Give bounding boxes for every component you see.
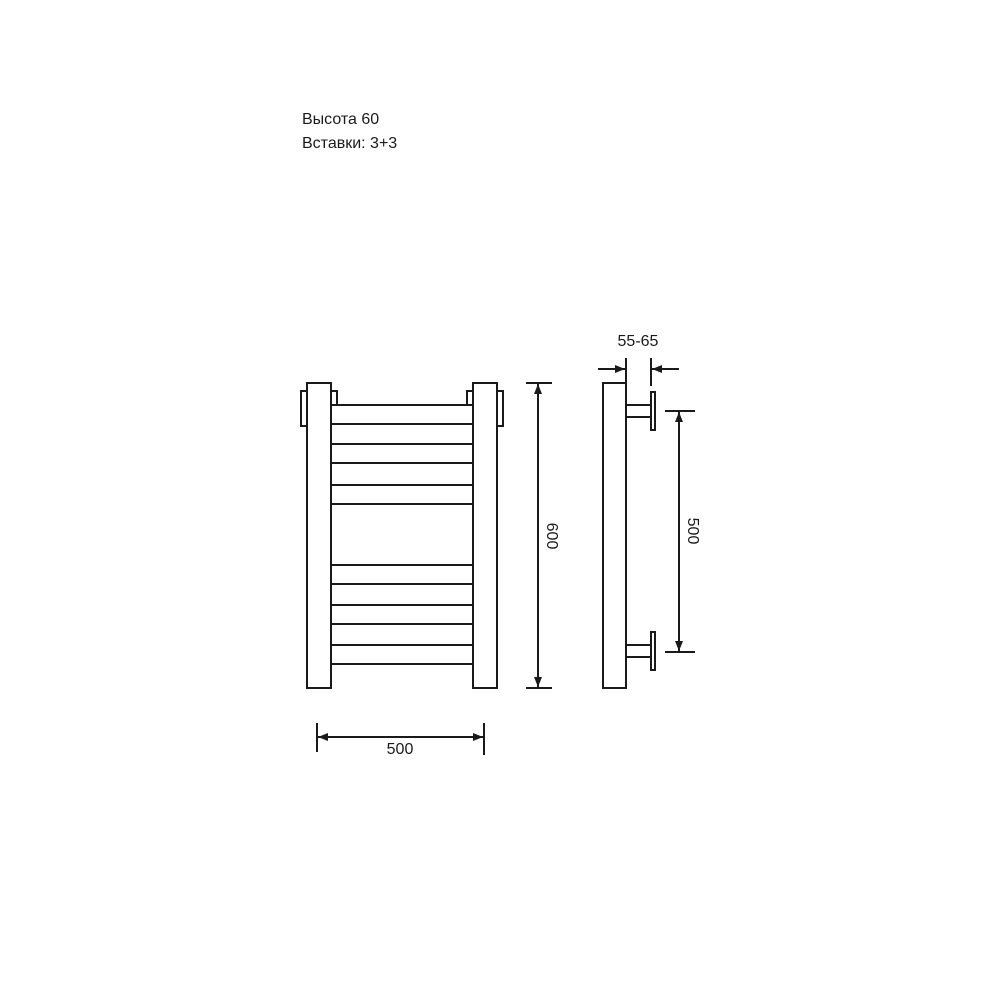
mounting-dimension [665,410,695,653]
inserts-spec: Вставки: 3+3 [302,135,398,152]
bar-lower-3 [330,644,474,665]
top-bar [330,404,474,425]
side-view [602,382,656,689]
height-spec: Высота 60 [302,111,380,128]
spec-block: Высота 60 Вставки: 3+3 [302,108,397,156]
bar-lower-1 [330,564,474,585]
wall-offset-label: 55-65 [618,333,659,350]
side-post [602,382,627,689]
left-post [306,382,332,689]
wall-offset-dimension [598,358,679,386]
bar-lower-2 [330,604,474,625]
bottom-wall-plate [650,631,656,671]
width-dimension-label: 500 [387,741,414,758]
mounting-dimension-label: 500 [684,518,701,545]
bottom-standoff [625,644,652,658]
height-dimension-label: 600 [543,523,560,550]
top-wall-plate [650,391,656,431]
bar-upper-2 [330,484,474,505]
front-view [300,382,504,689]
right-post [472,382,498,689]
height-dimension [526,382,552,689]
width-dimension [316,723,485,755]
bar-upper-1 [330,443,474,464]
top-standoff [625,404,652,418]
